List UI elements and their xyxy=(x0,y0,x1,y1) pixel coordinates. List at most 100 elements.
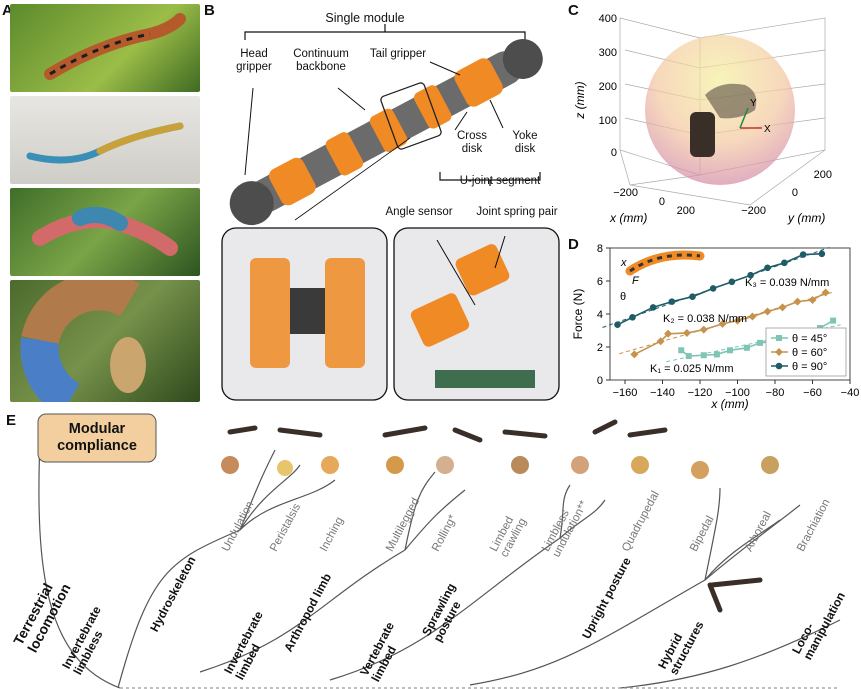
data-point xyxy=(629,314,636,321)
x-tick-label: −60 xyxy=(803,387,822,399)
data-point xyxy=(699,325,708,334)
panel-label-d: D xyxy=(568,236,579,253)
robot-module-illustration xyxy=(221,24,560,401)
data-point xyxy=(778,303,787,312)
chart-xlabel: x (mm) xyxy=(710,397,748,411)
chart-ylabel: Force (N) xyxy=(571,289,585,340)
data-point xyxy=(747,271,754,279)
y-tick-label: 2 xyxy=(597,342,603,354)
data-point xyxy=(818,250,826,258)
data-point xyxy=(700,352,707,359)
y-tick-label: 6 xyxy=(597,276,603,288)
photo-salamander xyxy=(10,4,200,92)
anno-x: x xyxy=(620,257,627,269)
y-tick-label: 4 xyxy=(597,309,603,321)
joint-spring-pair-label: Joint spring pair xyxy=(476,206,558,218)
c-ztick-1: 300 xyxy=(599,47,617,59)
x-tick-label: −140 xyxy=(650,387,675,399)
anno-f-top: F xyxy=(632,275,640,287)
data-point xyxy=(748,312,757,321)
data-point xyxy=(763,307,772,316)
legend-marker xyxy=(775,362,783,370)
photo-caterpillar xyxy=(10,188,200,276)
data-point xyxy=(764,264,771,272)
data-point xyxy=(709,285,717,292)
data-point xyxy=(685,353,692,360)
y-tick-label: 8 xyxy=(597,243,603,255)
data-point xyxy=(614,321,621,329)
continuum-backbone-label: Continuum backbone xyxy=(293,48,349,73)
data-point xyxy=(793,297,802,306)
data-point xyxy=(808,295,817,304)
c-ztick-2: 200 xyxy=(599,81,617,93)
x-tick-label: −40 xyxy=(841,387,860,399)
c-ztick-4: 0 xyxy=(611,147,617,159)
y-tick-label: 0 xyxy=(597,375,603,387)
x-tick-label: −160 xyxy=(613,387,638,399)
data-point xyxy=(689,293,696,300)
yoke-disk-label: Yoke disk xyxy=(512,130,538,155)
head-gripper-label: Head gripper xyxy=(236,48,272,73)
c-ztick-0: 400 xyxy=(599,13,617,25)
data-point xyxy=(682,328,691,337)
data-point xyxy=(821,288,830,297)
locomotion-tree xyxy=(37,413,841,689)
c-ytick-2: 200 xyxy=(814,169,832,181)
c-ytick-0: −200 xyxy=(741,205,766,217)
ujoint-segment-label: U-joint segment xyxy=(459,175,541,187)
data-point xyxy=(733,316,742,325)
c-xtick-1: 0 xyxy=(659,196,665,208)
data-point xyxy=(718,319,727,328)
legend-label: θ = 60° xyxy=(792,347,827,359)
cross-disk-label: Cross disk xyxy=(456,130,488,155)
data-point xyxy=(830,317,837,324)
data-point xyxy=(728,278,736,286)
c-ylabel: y (mm) xyxy=(787,211,825,225)
modular-compliance-box xyxy=(37,413,157,463)
anno-k2: K₂ = 0.038 N/mm xyxy=(663,313,747,325)
data-point xyxy=(678,347,685,354)
c-ztick-3: 100 xyxy=(599,115,617,127)
data-point xyxy=(649,304,657,311)
legend-marker xyxy=(775,348,783,356)
data-point xyxy=(743,344,750,351)
data-point xyxy=(630,350,639,359)
data-point xyxy=(727,347,733,354)
legend-marker xyxy=(776,335,782,341)
chart-legend: θ = 45° θ = 60° θ = 90° xyxy=(765,327,847,377)
c-axis-y-marker: Y xyxy=(750,98,757,109)
photo-elephant-trunk xyxy=(10,280,200,402)
data-point xyxy=(668,298,676,305)
panel-label-c: C xyxy=(568,2,579,19)
anno-k3: K₃ = 0.039 N/mm xyxy=(745,277,829,289)
c-axis-x-marker: X xyxy=(764,124,771,135)
single-module-label: Single module xyxy=(325,11,405,25)
legend-label: θ = 90° xyxy=(792,361,827,373)
modular-compliance-label: Modular compliance xyxy=(57,421,137,454)
tail-gripper-label: Tail gripper xyxy=(369,48,427,60)
data-point xyxy=(713,351,720,358)
c-ytick-1: 0 xyxy=(792,187,798,199)
workspace-3d-plot: X Y 400 300 200 100 0 z (mm) −200 0 200 … xyxy=(573,13,832,225)
panel-label-e: E xyxy=(6,412,17,429)
c-zlabel: z (mm) xyxy=(573,81,587,119)
photo-worm-snake xyxy=(10,96,200,184)
data-point xyxy=(664,329,673,338)
animal-icons xyxy=(221,456,779,479)
c-xtick-2: 200 xyxy=(677,205,695,217)
data-point xyxy=(656,337,665,346)
robot-configuration-icons xyxy=(227,419,763,613)
x-tick-label: −120 xyxy=(688,387,713,399)
anno-k1: K₁ = 0.025 N/mm xyxy=(650,363,734,375)
legend-label: θ = 45° xyxy=(792,333,827,345)
data-point xyxy=(799,251,807,258)
data-point xyxy=(757,339,763,346)
x-tick-label: −80 xyxy=(766,387,785,399)
data-point xyxy=(781,259,788,267)
angle-sensor-label: Angle sensor xyxy=(385,206,453,218)
panel-label-a: A xyxy=(2,2,13,19)
panel-label-b: B xyxy=(204,2,215,19)
c-xtick-0: −200 xyxy=(613,187,638,199)
c-xlabel: x (mm) xyxy=(609,211,647,225)
